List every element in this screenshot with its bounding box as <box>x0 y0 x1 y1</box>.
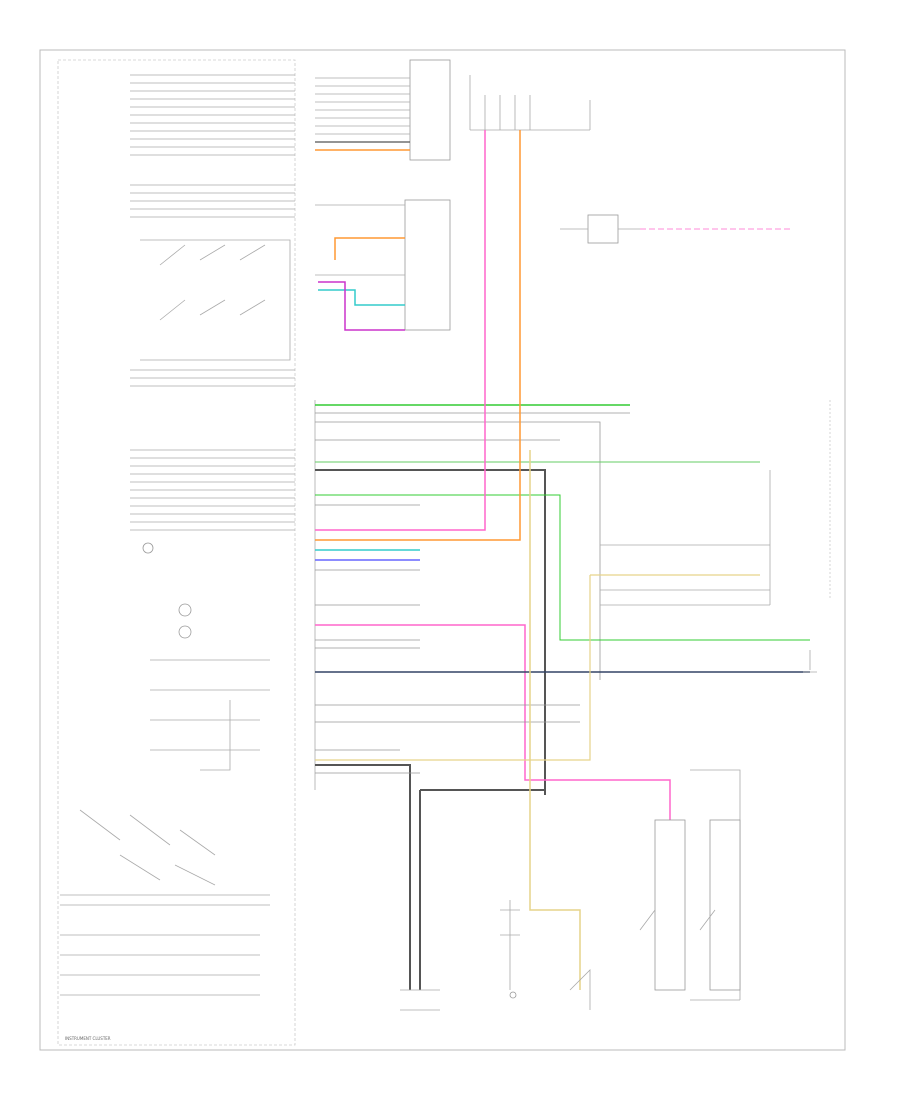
gauge-switch-box <box>140 239 291 361</box>
switch-module <box>315 199 451 331</box>
yellow-wire <box>315 450 760 990</box>
page-frame <box>39 49 846 1051</box>
lower-relays <box>639 819 741 991</box>
cluster-title: INSTRUMENT CLUSTER <box>65 1036 111 1041</box>
top-relay-module <box>315 59 451 161</box>
ground-symbol <box>803 650 817 673</box>
relay-right-top <box>560 214 790 244</box>
cluster-indicator-symbols <box>60 542 270 996</box>
trunk-wires <box>315 130 810 990</box>
bottom-components <box>400 900 740 1011</box>
instrument-cluster-outline <box>57 59 296 1046</box>
top-connector <box>469 75 591 131</box>
cluster-feed-lines <box>130 74 295 531</box>
